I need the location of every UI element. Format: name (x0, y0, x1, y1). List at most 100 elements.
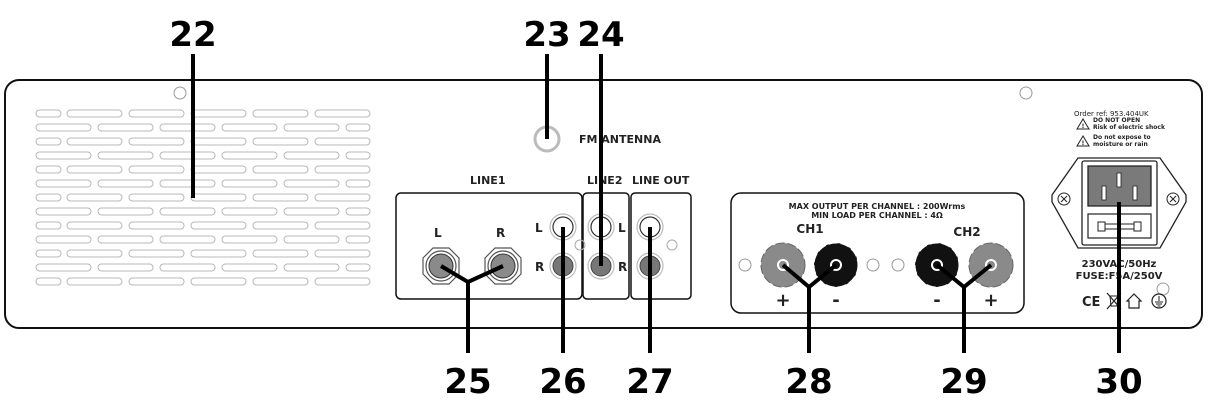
vent-slot (159, 123, 216, 132)
screw-hole (173, 86, 187, 100)
warning-triangle-icon: ! (1076, 118, 1090, 130)
line2-rca-l-label: L (618, 221, 626, 235)
vent-slot (97, 235, 154, 244)
warning-moisture-line2: moisture or rain (1093, 141, 1148, 148)
vent-slot (159, 151, 216, 160)
vent-slot (221, 235, 278, 244)
line2-rca-r-label: R (618, 260, 627, 274)
vent-slot (35, 221, 62, 230)
vent-slot (35, 207, 92, 216)
ce-mark-icon: CE (1082, 295, 1100, 310)
vent-slot (66, 249, 123, 258)
vent-slot (128, 249, 185, 258)
vent-slot (314, 277, 371, 286)
callout-23: 23 (523, 15, 570, 55)
socket-pin (1132, 185, 1138, 201)
vent-slot (35, 109, 62, 118)
screw-hole (666, 239, 678, 251)
vent-slot (252, 249, 309, 258)
warning-triangle-icon: ! (1076, 135, 1090, 147)
line1-jack-l-label: L (434, 226, 442, 240)
ch2-label: CH2 (953, 225, 980, 239)
vent-slot (35, 263, 92, 272)
screw-hole (891, 258, 905, 272)
vent-slot (283, 207, 340, 216)
ground-symbol-icon (1151, 293, 1167, 309)
vent-slot (159, 263, 216, 272)
vent-slot (190, 249, 247, 258)
vent-slot (252, 165, 309, 174)
vent-slot (283, 235, 340, 244)
line1-rca-r-label: R (535, 260, 544, 274)
vent-slot (66, 277, 123, 286)
line1-panel (395, 192, 583, 300)
vent-slot (159, 235, 216, 244)
indoor-use-icon (1125, 293, 1143, 309)
vent-slot (97, 263, 154, 272)
vent-slot (159, 207, 216, 216)
vent-slot (252, 193, 309, 202)
vent-slot (128, 193, 185, 202)
vent-slot (221, 123, 278, 132)
screw-hole (866, 258, 880, 272)
flange-screw-left (1057, 192, 1071, 206)
vent-slot (314, 109, 371, 118)
line2-panel (582, 192, 630, 300)
line-out-title: LINE OUT (632, 174, 690, 187)
socket-pin (1101, 185, 1107, 201)
svg-text:!: ! (1082, 140, 1085, 147)
vent-slot (35, 137, 62, 146)
flange-screw-right (1166, 192, 1180, 206)
vent-slot (128, 277, 185, 286)
vent-slot (97, 123, 154, 132)
vent-slot (283, 263, 340, 272)
callout-27: 27 (626, 362, 673, 402)
screw-hole (1019, 86, 1033, 100)
vent-slot (314, 165, 371, 174)
screw-hole (574, 239, 586, 251)
vent-slot (345, 151, 371, 160)
ch1-minus-sign: - (832, 290, 839, 311)
callout-29: 29 (940, 362, 987, 402)
vent-slot (97, 151, 154, 160)
vent-slot (221, 263, 278, 272)
vent-slot (314, 193, 371, 202)
callout-25: 25 (444, 362, 491, 402)
line2-title: LINE2 (587, 174, 622, 187)
vent-slot (35, 193, 62, 202)
vent-slot (128, 109, 185, 118)
vent-slot (35, 277, 62, 286)
vent-slot (66, 109, 123, 118)
ventilation-grille (35, 109, 371, 286)
vent-slot (283, 151, 340, 160)
svg-text:!: ! (1082, 123, 1085, 130)
vent-slot (97, 207, 154, 216)
fm-antenna-label: FM ANTENNA (579, 133, 661, 146)
vent-slot (345, 207, 371, 216)
order-ref: Order ref: 953.404UK (1074, 110, 1149, 118)
vent-slot (66, 221, 123, 230)
warning-moisture-line1: Do not expose to (1093, 134, 1151, 141)
vent-slot (66, 193, 123, 202)
vent-slot (221, 179, 278, 188)
vent-slot (252, 221, 309, 230)
vent-slot (35, 235, 92, 244)
vent-slot (345, 235, 371, 244)
vent-slot (314, 137, 371, 146)
min-load-spec: MIN LOAD PER CHANNEL : 4Ω (811, 211, 943, 220)
vent-slot (35, 165, 62, 174)
vent-slot (252, 109, 309, 118)
vent-slot (66, 137, 123, 146)
callout-leaders (191, 54, 1121, 353)
warning-do-not-open: DO NOT OPEN (1093, 117, 1140, 124)
vent-slot (35, 179, 92, 188)
ch1-label: CH1 (796, 222, 823, 236)
vent-slot (283, 123, 340, 132)
vent-slot (314, 249, 371, 258)
socket-pin (1116, 172, 1122, 188)
ch2-plus-sign: + (983, 290, 998, 311)
line1-title: LINE1 (470, 174, 505, 187)
speaker-output-panel (730, 192, 1025, 314)
vent-slot (345, 123, 371, 132)
